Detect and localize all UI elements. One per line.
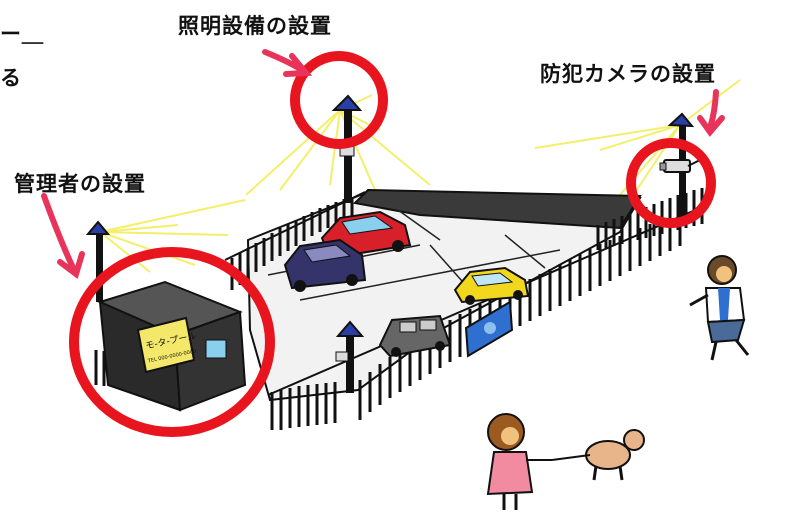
office-sign: モ-タ-プール TEL 000-0000-0000	[136, 316, 197, 374]
car-gray	[378, 314, 452, 358]
light-pole-top	[331, 94, 363, 203]
fence-banner	[464, 300, 514, 358]
highlight-circle-manager	[69, 247, 275, 437]
manager-label: 管理者の設置	[14, 172, 146, 196]
jogger-figure	[689, 255, 750, 361]
highlight-circles	[69, 51, 716, 437]
highlight-circle-camera	[626, 138, 716, 228]
arrow-camera	[697, 89, 725, 137]
arrow-lighting	[262, 49, 313, 77]
security-camera-icon	[659, 159, 701, 173]
arrow-manager	[41, 193, 85, 279]
light-pole-left	[85, 220, 111, 302]
light-beams	[99, 79, 741, 331]
pointer-arrows	[41, 49, 725, 279]
light-pole-center	[335, 320, 365, 393]
cut-top-left-text-2: る	[0, 66, 22, 90]
camera-label: 防犯カメラの設置	[540, 62, 716, 86]
car-navy	[283, 238, 367, 292]
dog-figure	[551, 429, 645, 481]
car-yellow	[453, 266, 530, 305]
girl-figure	[486, 413, 552, 510]
lighting-label: 照明設備の設置	[178, 14, 332, 38]
highlight-circle-lighting	[290, 51, 388, 149]
back-wall	[352, 188, 642, 230]
cut-top-left-text-1: ー＿	[0, 22, 44, 46]
